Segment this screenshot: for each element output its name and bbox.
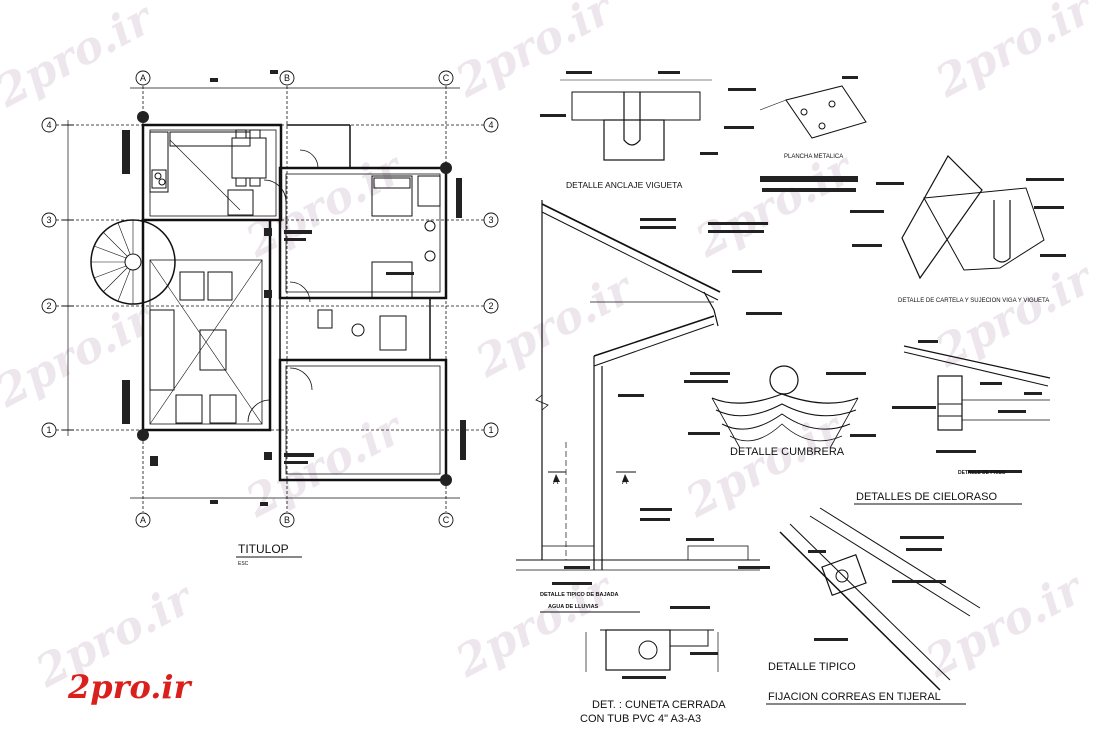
section-mark-a: A — [553, 477, 559, 486]
axis-label-3: 3 — [488, 215, 493, 225]
label-anclaje-vigueta: DETALLE ANCLAJE VIGUETA — [566, 180, 683, 190]
plan-scale: ESC — [238, 561, 249, 567]
label-bajada-2: AGUA DE LLUVIAS — [548, 604, 599, 610]
label-cieloraso: DETALLES DE CIELORASO — [856, 491, 997, 503]
grid-axis-bubbles — [41, 70, 499, 528]
roof-section — [516, 200, 782, 585]
grid-axis-labels: A B C A B C 4 3 2 1 4 3 2 1 — [46, 73, 493, 525]
axis-label-1: 1 — [488, 425, 493, 435]
detalle-cartela — [760, 155, 1066, 280]
axis-label-a: A — [140, 73, 146, 83]
axis-label-a: A — [140, 515, 146, 525]
label-cuneta-1: DET. : CUNETA CERRADA — [592, 699, 726, 711]
axis-label-2: 2 — [46, 301, 51, 311]
label-plancha-metalica: PLANCHA METALICA — [784, 154, 843, 160]
label-cumbrera: DETALLE CUMBRERA — [730, 446, 845, 458]
axis-label-b: B — [284, 73, 290, 83]
axis-label-3: 3 — [46, 215, 51, 225]
detalle-cuneta — [585, 606, 719, 679]
section-mark-a: A — [622, 477, 628, 486]
site-logo: 2pro.ir — [68, 668, 191, 706]
plancha-metalica — [724, 76, 867, 139]
axis-label-c: C — [443, 73, 450, 83]
axis-label-1: 1 — [46, 425, 51, 435]
label-cuneta-2: CON TUB PVC 4" A3-A3 — [580, 713, 701, 725]
floor-plan — [56, 70, 485, 512]
detalle-cumbrera — [684, 365, 876, 449]
plan-title: TITULOP — [238, 542, 289, 556]
detalle-anclaje-vigueta — [540, 71, 718, 161]
spiral-staircase — [90, 219, 176, 305]
label-tipico-2: FIJACION CORREAS EN TIJERAL — [768, 691, 941, 703]
label-tipico-1: DETALLE TIPICO — [768, 661, 856, 673]
axis-label-2: 2 — [488, 301, 493, 311]
label-cartela: DETALLE DE CARTELA Y SUJECION VIGA Y VIG… — [898, 298, 1049, 304]
label-friso: DETALLE DE FRISO — [958, 470, 1006, 476]
axis-label-c: C — [443, 515, 450, 525]
axis-label-4: 4 — [46, 120, 51, 130]
detalle-fijacion-correas — [779, 507, 981, 691]
label-bajada-1: DETALLE TIPICO DE BAJADA — [540, 592, 618, 598]
detalle-friso — [892, 340, 1051, 473]
axis-label-b: B — [284, 515, 290, 525]
axis-label-4: 4 — [488, 120, 493, 130]
